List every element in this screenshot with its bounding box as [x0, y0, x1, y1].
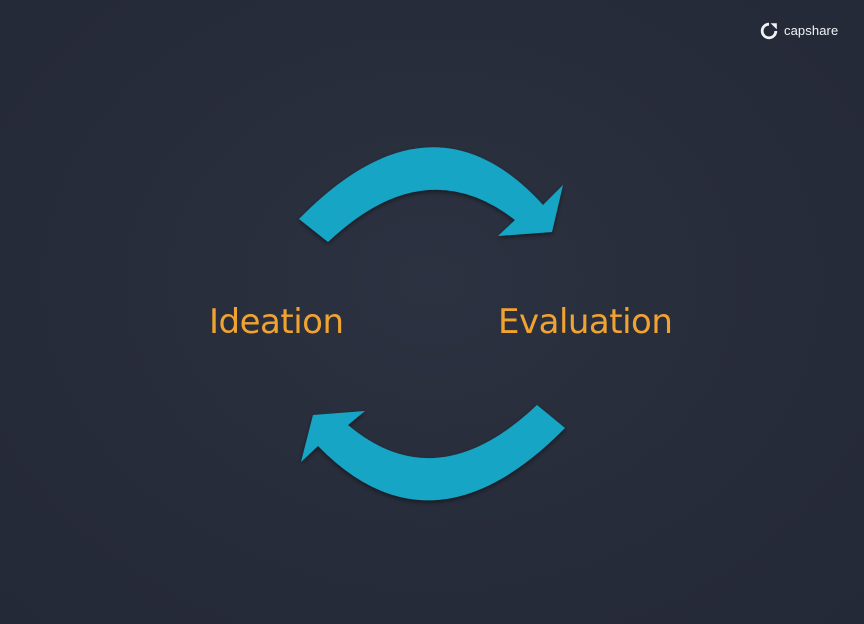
node-label-ideation: Ideation — [209, 302, 344, 342]
curved-arrow-bottom-icon — [301, 405, 565, 501]
node-label-evaluation: Evaluation — [498, 302, 673, 342]
capshare-logo-icon — [760, 22, 778, 40]
curved-arrow-top-icon — [299, 147, 563, 242]
brand-logo: capshare — [760, 21, 838, 41]
brand-name: capshare — [784, 23, 839, 38]
